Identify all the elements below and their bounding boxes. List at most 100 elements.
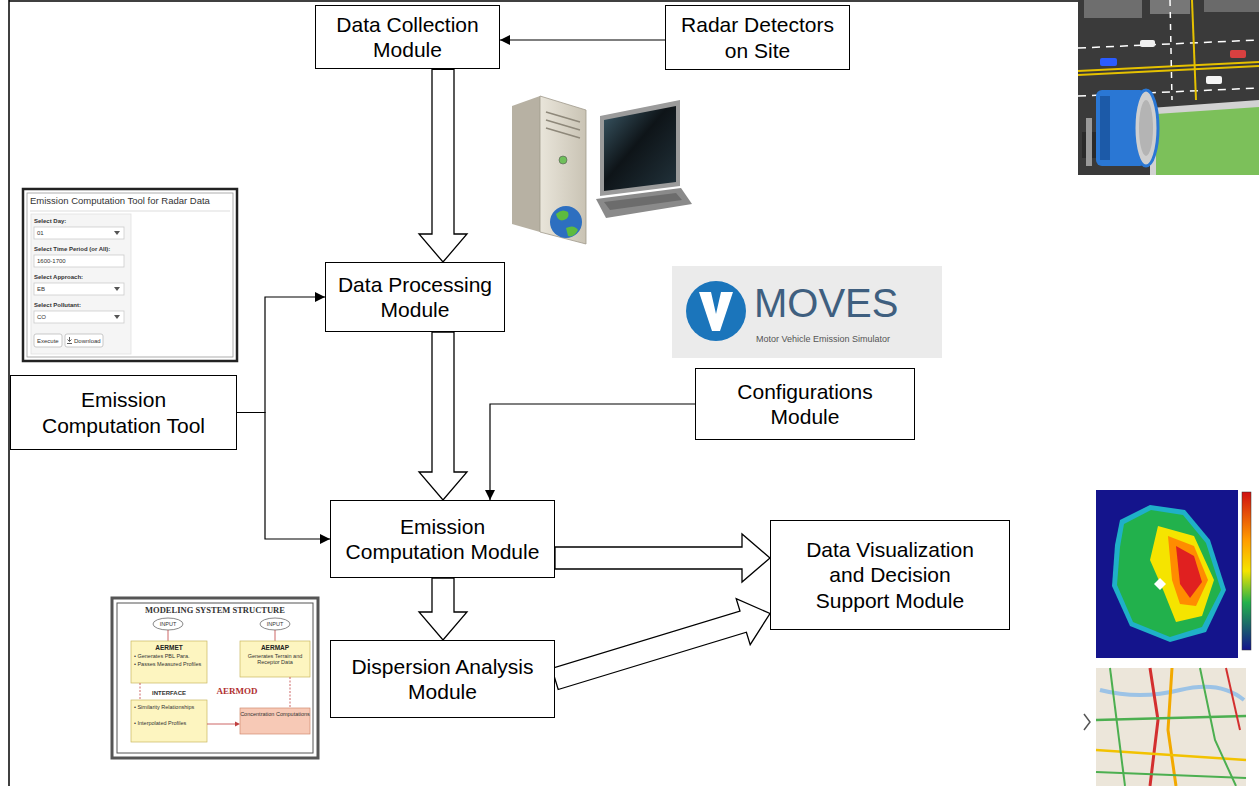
figure-heading: INTERFACE: [131, 690, 207, 697]
figure-text: INPUT: [261, 621, 289, 627]
intersection-illustration-part: [1230, 50, 1246, 58]
aermod-structure-figure-part: [275, 630, 276, 641]
intersection-illustration-part: [1100, 96, 1110, 160]
process-box: Dispersion Analysis Module: [330, 640, 555, 718]
connector-line: [237, 297, 325, 413]
traffic-map-part: [1150, 668, 1158, 786]
emission-tool-screenshot-part: [27, 193, 233, 357]
intersection-illustration-part: [1150, 100, 1259, 175]
process-box: Emission Computation Module: [330, 500, 555, 578]
process-box: Data Processing Module: [325, 262, 505, 332]
aermod-structure-figure-part: [112, 598, 318, 758]
arrow-head: [320, 534, 330, 544]
connector-line: [237, 413, 330, 540]
server-laptop-icon-part: [596, 188, 692, 218]
intersection-illustration-part: [1206, 76, 1222, 84]
intersection-illustration: [1078, 0, 1259, 175]
intersection-illustration-part: [1086, 118, 1092, 166]
figure-text: • Similarity Relationships: [134, 704, 206, 710]
traffic-map-part: [1110, 668, 1125, 786]
block-arrow-shape: [419, 578, 467, 640]
button-text: Execute: [37, 338, 59, 345]
emission-tool-screenshot-part: [34, 311, 124, 323]
block-arrow: [552, 599, 770, 690]
traffic-map-part: [1168, 668, 1176, 786]
block-arrow-shape: [419, 69, 467, 262]
server-laptop-icon-part: [550, 206, 582, 238]
emission-tool-screenshot-part: [30, 211, 230, 212]
contour-map-part: [1096, 490, 1238, 658]
figure-text: • Generates PBL Para.: [134, 653, 206, 659]
emission-tool-screenshot-part: [31, 214, 131, 354]
aermod-structure-figure-part: [131, 641, 207, 683]
intersection-illustration-part: [1204, 0, 1259, 12]
figure-text: INPUT: [154, 621, 182, 627]
emission-tool-screenshot-part: [114, 315, 120, 319]
arrow-head: [485, 490, 495, 500]
intersection-illustration-part: [1078, 0, 1259, 175]
moves-logo-part: [672, 266, 942, 358]
process-box: Radar Detectors on Site: [665, 5, 850, 70]
server-laptop-icon-part: [604, 106, 676, 191]
connector-arrow: [237, 292, 325, 413]
intersection-illustration-part: [1084, 0, 1142, 18]
emission-tool-screenshot-part: [34, 227, 124, 239]
process-box: Emission Computation Tool: [10, 375, 237, 450]
field-label: Select Pollutant:: [34, 302, 81, 309]
intersection-illustration-part: [1100, 58, 1117, 66]
arrow-head: [315, 292, 325, 302]
contour-map-part: [1168, 536, 1208, 606]
intersection-illustration-part: [1156, 107, 1259, 175]
emission-tool-screenshot-part: [65, 334, 103, 347]
process-box: Data Visualization and Decision Support …: [770, 520, 1010, 630]
emission-tool-screenshot-part: [114, 287, 120, 291]
intersection-illustration-part: [1078, 66, 1259, 75]
traffic-map-part: [1096, 668, 1246, 786]
emission-tool-screenshot-part: [34, 283, 124, 295]
intersection-illustration-part: [1140, 40, 1155, 47]
intersection-illustration-part: [1078, 40, 1259, 48]
block-arrow-shape: [555, 534, 770, 582]
figure-text: • Passes Measured Profiles: [134, 661, 206, 667]
contour-map-part: [1112, 505, 1226, 642]
connector-arrow: [485, 404, 695, 500]
emission-tool-screenshot-part: [23, 189, 237, 361]
field-value: EB: [37, 286, 45, 293]
figure-text: Concentration Computations: [240, 711, 310, 717]
moves-logo-part: [699, 292, 733, 331]
connector-line: [500, 39, 665, 40]
logo-text: MOVES: [754, 280, 898, 326]
contour-map-part: [1154, 578, 1166, 590]
server-laptop-icon-part: [556, 210, 569, 220]
server-laptop-icon-part: [600, 100, 680, 196]
aermod-structure-figure-part: [153, 618, 183, 630]
server-laptop-icon-part: [540, 96, 586, 244]
logo-subtitle: Motor Vehicle Emission Simulator: [756, 334, 890, 344]
aermod-structure-figure-part: [240, 641, 310, 677]
box-label: Configurations Module: [706, 379, 904, 429]
box-label: Emission Computation Tool: [23, 387, 224, 437]
field-value: 1600-1700: [37, 258, 66, 265]
box-label: Data Collection Module: [326, 12, 489, 62]
emission-tool-screenshot-part: [114, 231, 120, 235]
figure-text: Generates Terrain and Receptor Data: [243, 653, 307, 666]
block-arrow: [419, 332, 467, 500]
block-arrow: [419, 578, 467, 640]
field-value: 01: [37, 230, 44, 237]
connector-line: [490, 404, 695, 500]
field-label: Select Time Period (or All):: [34, 246, 110, 253]
intersection-illustration-part: [1139, 100, 1153, 156]
field-label: Select Approach:: [34, 274, 83, 281]
contour-map-part: [1176, 546, 1202, 598]
process-box: Data Collection Module: [315, 5, 500, 69]
aermod-structure-figure-part: [168, 630, 169, 641]
figure-heading: AERMOD: [212, 686, 262, 696]
traffic-map-part: [1096, 716, 1246, 720]
server-laptop-icon-part: [546, 128, 580, 138]
emission-tool-screenshot: [23, 189, 237, 361]
contour-map-part: [1150, 526, 1214, 622]
emission-tool-screenshot-part: [34, 255, 124, 267]
frame-lines-part: [9, 0, 1078, 2]
server-laptop-icon-part: [546, 112, 580, 122]
